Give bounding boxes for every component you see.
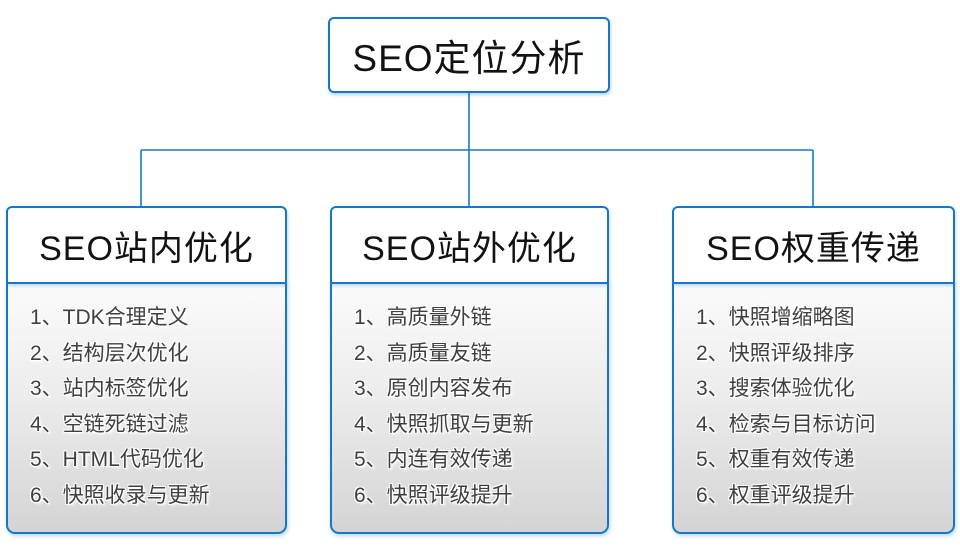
list-item: 3、原创内容发布 bbox=[354, 377, 513, 401]
onsite-item-list: 1、TDK合理定义 2、结构层次优化 3、站内标签优化 4、空链死链过滤 5、H… bbox=[6, 282, 287, 534]
list-item: 3、搜索体验优化 bbox=[696, 377, 855, 401]
weight-header-box: SEO权重传递 bbox=[672, 206, 955, 284]
offsite-title: SEO站外优化 bbox=[362, 229, 577, 268]
list-item: 1、快照增缩略图 bbox=[696, 306, 855, 329]
list-item: 5、HTML代码优化 bbox=[30, 448, 204, 472]
list-item: 6、快照收录与更新 bbox=[30, 483, 210, 507]
list-item: 5、权重有效传递 bbox=[696, 448, 855, 472]
column-onsite-optimization: SEO站内优化 1、TDK合理定义 2、结构层次优化 3、站内标签优化 4、空链… bbox=[6, 206, 287, 534]
weight-title: SEO权重传递 bbox=[706, 229, 921, 268]
column-weight-transfer: SEO权重传递 1、快照增缩略图 2、快照评级排序 3、搜索体验优化 4、检索与… bbox=[672, 206, 955, 534]
column-offsite-optimization: SEO站外优化 1、高质量外链 2、高质量友链 3、原创内容发布 4、快照抓取与… bbox=[330, 206, 609, 534]
list-item: 3、站内标签优化 bbox=[30, 377, 189, 401]
onsite-header-box: SEO站内优化 bbox=[6, 206, 287, 284]
list-item: 4、快照抓取与更新 bbox=[354, 412, 534, 436]
list-item: 4、空链死链过滤 bbox=[30, 412, 189, 436]
list-item: 4、检索与目标访问 bbox=[696, 412, 876, 436]
offsite-header-box: SEO站外优化 bbox=[330, 206, 609, 284]
list-item: 2、结构层次优化 bbox=[30, 341, 189, 365]
offsite-item-list: 1、高质量外链 2、高质量友链 3、原创内容发布 4、快照抓取与更新 5、内连有… bbox=[330, 282, 609, 534]
root-node-title: SEO定位分析 bbox=[352, 38, 586, 79]
list-item: 6、权重评级提升 bbox=[696, 483, 855, 507]
onsite-title: SEO站内优化 bbox=[39, 229, 254, 268]
root-node: SEO定位分析 bbox=[328, 17, 610, 93]
weight-item-list: 1、快照增缩略图 2、快照评级排序 3、搜索体验优化 4、检索与目标访问 5、权… bbox=[672, 282, 955, 534]
list-item: 2、高质量友链 bbox=[354, 341, 492, 365]
list-item: 2、快照评级排序 bbox=[696, 341, 855, 365]
list-item: 5、内连有效传递 bbox=[354, 448, 513, 472]
list-item: 1、TDK合理定义 bbox=[30, 306, 189, 329]
list-item: 1、高质量外链 bbox=[354, 306, 492, 329]
list-item: 6、快照评级提升 bbox=[354, 483, 513, 507]
